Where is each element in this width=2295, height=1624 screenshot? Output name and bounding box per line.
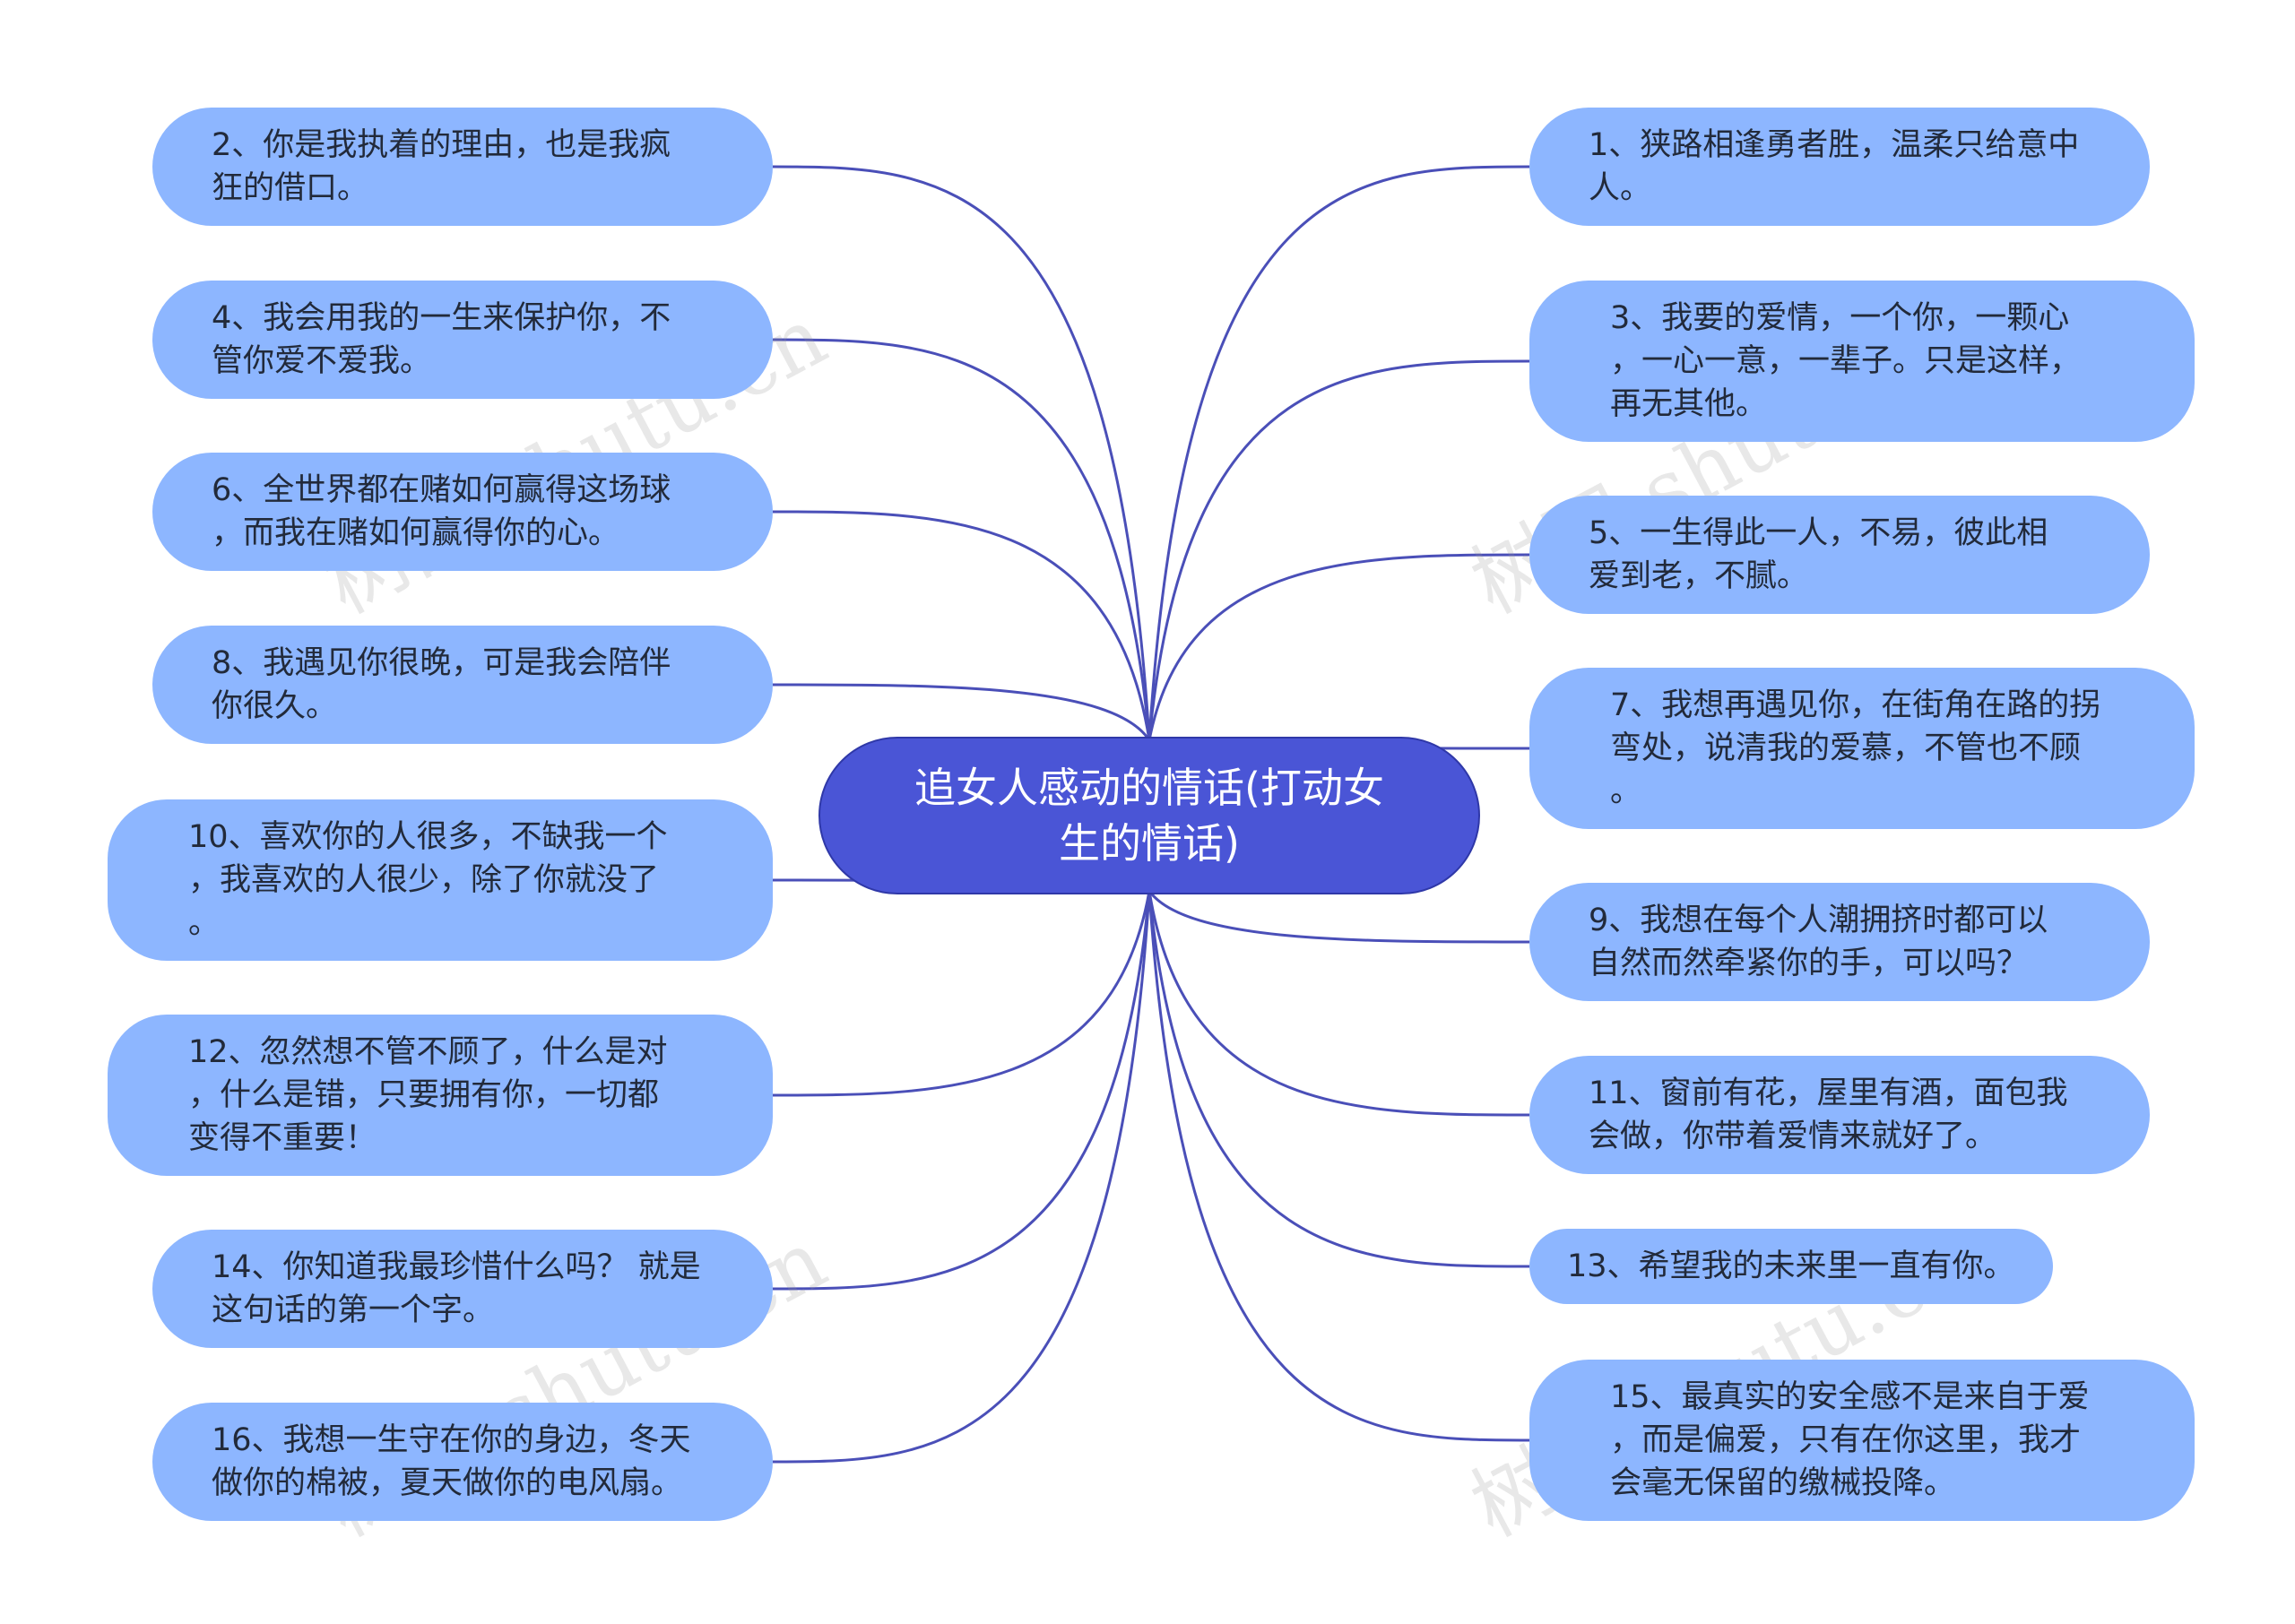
connector-line xyxy=(1148,359,1530,741)
branch-node-right[interactable]: 7、我想再遇见你，在街角在路的拐 弯处，说清我的爱慕，不管也不顾 。 xyxy=(1529,668,2195,829)
branch-node-left[interactable]: 12、忽然想不管不顾了，什么是对 ，什么是错，只要拥有你，一切都 变得不重要！ xyxy=(108,1015,773,1176)
central-topic-text: 追女人感动的情话(打动女 生的情话) xyxy=(914,764,1384,868)
branch-node-text: 6、全世界都在赌如何赢得这场球 ，而我在赌如何赢得你的心。 xyxy=(212,472,671,551)
connector-line xyxy=(1148,890,1530,944)
connector-line xyxy=(772,165,1151,741)
branch-node-text: 8、我遇见你很晚，可是我会陪伴 你很久。 xyxy=(212,645,671,724)
branch-node-text: 1、狭路相逢勇者胜，温柔只给意中 人。 xyxy=(1589,127,2080,206)
connector-line xyxy=(1148,890,1530,1442)
branch-node-left[interactable]: 16、我想一生守在你的身边，冬天 做你的棉被，夏天做你的电风扇。 xyxy=(152,1403,773,1521)
branch-node-text: 11、窗前有花，屋里有酒，面包我 会做，你带着爱情来就好了。 xyxy=(1589,1075,2068,1154)
connector-line xyxy=(1148,553,1530,741)
connector-line xyxy=(1148,165,1530,741)
connector-line xyxy=(772,890,1151,1291)
branch-node-text: 2、你是我执着的理由，也是我疯 狂的借口。 xyxy=(212,127,671,206)
branch-node-left[interactable]: 2、你是我执着的理由，也是我疯 狂的借口。 xyxy=(152,108,773,226)
branch-node-text: 5、一生得此一人，不易，彼此相 爱到老，不腻。 xyxy=(1589,515,2048,594)
branch-node-right[interactable]: 1、狭路相逢勇者胜，温柔只给意中 人。 xyxy=(1529,108,2150,226)
branch-node-text: 4、我会用我的一生来保护你，不 管你爱不爱我。 xyxy=(212,300,671,379)
branch-node-text: 13、希望我的未来里一直有你。 xyxy=(1567,1248,2015,1284)
connector-line xyxy=(772,683,1151,741)
connector-line xyxy=(772,510,1151,741)
branch-node-left[interactable]: 10、喜欢你的人很多，不缺我一个 ，我喜欢的人很少，除了你就没了 。 xyxy=(108,799,773,961)
branch-node-right[interactable]: 11、窗前有花，屋里有酒，面包我 会做，你带着爱情来就好了。 xyxy=(1529,1056,2150,1174)
branch-node-right[interactable]: 15、最真实的安全感不是来自于爱 ，而是偏爱，只有在你这里，我才 会毫无保留的缴… xyxy=(1529,1360,2195,1521)
central-topic-node[interactable]: 追女人感动的情话(打动女 生的情话) xyxy=(818,737,1480,894)
connector-line xyxy=(772,890,1151,1097)
connector-line xyxy=(772,338,1151,741)
branch-node-left[interactable]: 4、我会用我的一生来保护你，不 管你爱不爱我。 xyxy=(152,281,773,399)
branch-node-right[interactable]: 3、我要的爱情，一个你，一颗心 ，一心一意，一辈子。只是这样， 再无其他。 xyxy=(1529,281,2195,442)
branch-node-text: 14、你知道我最珍惜什么吗？ 就是 这句话的第一个字。 xyxy=(212,1249,701,1328)
connector-line xyxy=(1148,890,1530,1268)
branch-node-text: 7、我想再遇见你，在街角在路的拐 弯处，说清我的爱慕，不管也不顾 。 xyxy=(1610,687,2101,809)
branch-node-text: 12、忽然想不管不顾了，什么是对 ，什么是错，只要拥有你，一切都 变得不重要！ xyxy=(188,1034,668,1156)
branch-node-left[interactable]: 14、你知道我最珍惜什么吗？ 就是 这句话的第一个字。 xyxy=(152,1230,773,1348)
branch-node-text: 3、我要的爱情，一个你，一颗心 ，一心一意，一辈子。只是这样， 再无其他。 xyxy=(1610,300,2082,422)
branch-node-right[interactable]: 13、希望我的未来里一直有你。 xyxy=(1529,1229,2053,1304)
branch-node-right[interactable]: 5、一生得此一人，不易，彼此相 爱到老，不腻。 xyxy=(1529,496,2150,614)
branch-node-left[interactable]: 6、全世界都在赌如何赢得这场球 ，而我在赌如何赢得你的心。 xyxy=(152,453,773,571)
branch-node-text: 9、我想在每个人潮拥挤时都可以 自然而然牵紧你的手，可以吗？ xyxy=(1589,903,2048,981)
connector-line xyxy=(1148,890,1530,1117)
branch-node-left[interactable]: 8、我遇见你很晚，可是我会陪伴 你很久。 xyxy=(152,626,773,744)
branch-node-text: 10、喜欢你的人很多，不缺我一个 ，我喜欢的人很少，除了你就没了 。 xyxy=(188,819,668,941)
branch-node-text: 15、最真实的安全感不是来自于爱 ，而是偏爱，只有在你这里，我才 会毫无保留的缴… xyxy=(1610,1379,2090,1501)
branch-node-text: 16、我想一生守在你的身边，冬天 做你的棉被，夏天做你的电风扇。 xyxy=(212,1422,691,1501)
branch-node-right[interactable]: 9、我想在每个人潮拥挤时都可以 自然而然牵紧你的手，可以吗？ xyxy=(1529,883,2150,1001)
connector-line xyxy=(772,890,1151,1464)
